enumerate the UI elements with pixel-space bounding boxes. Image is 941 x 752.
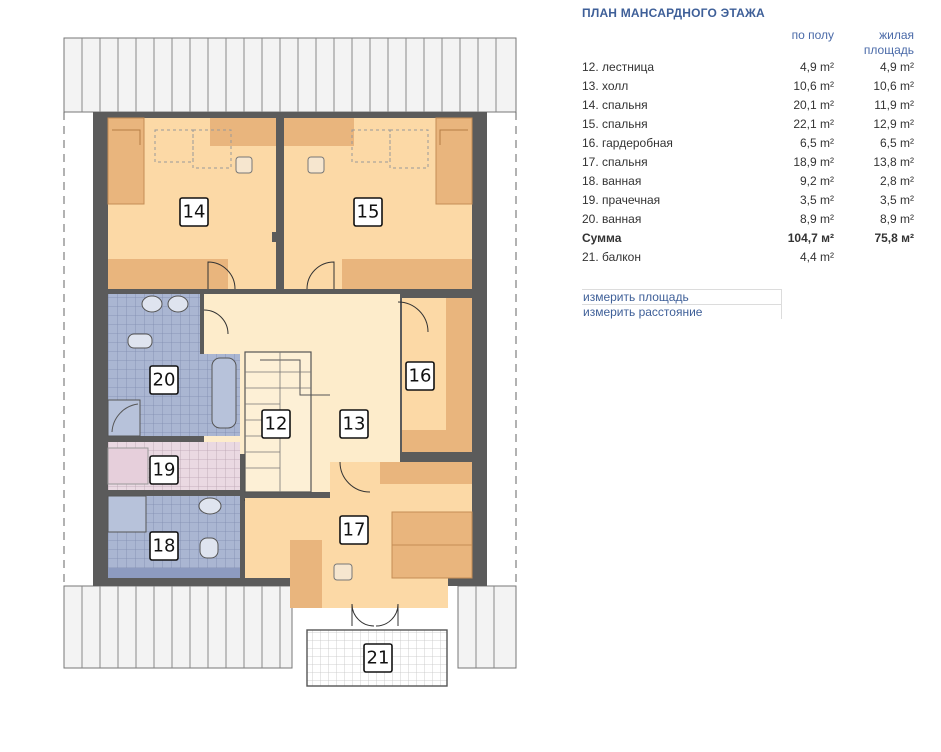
- table-row: 20. ванная 8,9 m² 8,9 m²: [582, 210, 914, 229]
- col-living-header: жилая площадь: [863, 28, 914, 57]
- room-label-14: 14: [179, 197, 209, 227]
- svg-text:14: 14: [183, 202, 206, 223]
- cell-living: 10,6 m²: [873, 79, 914, 93]
- cell-floor: 22,1 m²: [793, 117, 834, 131]
- measure-area-link[interactable]: измерить площадь: [582, 289, 782, 304]
- measure-tools: измерить площадь измерить расстояние: [582, 289, 782, 319]
- room-label-15: 15: [353, 197, 383, 227]
- cell-living: 3,5 m²: [879, 193, 914, 207]
- panel-title: ПЛАН МАНСАРДНОГО ЭТАЖА: [582, 6, 765, 20]
- cell-floor: 9,2 m²: [799, 174, 834, 188]
- table-row: 12. лестница 4,9 m² 4,9 m²: [582, 58, 914, 77]
- cell-living: 6,5 m²: [879, 136, 914, 150]
- svg-text:13: 13: [343, 414, 366, 435]
- roof-bottom-right: [457, 585, 517, 669]
- room-label-16: 16: [405, 361, 435, 391]
- svg-text:18: 18: [153, 536, 176, 557]
- room-label-19: 19: [149, 455, 179, 485]
- cell-living: 12,9 m²: [873, 117, 914, 131]
- table-row: 14. спальня 20,1 m² 11,9 m²: [582, 96, 914, 115]
- cell-floor: 10,6 m²: [793, 79, 834, 93]
- measure-distance-link[interactable]: измерить расстояние: [582, 304, 782, 319]
- cell-name: 13. холл: [582, 79, 629, 93]
- table-row: 13. холл 10,6 m² 10,6 m²: [582, 77, 914, 96]
- room-label-13: 13: [339, 409, 369, 439]
- cell-floor: 4,9 m²: [799, 60, 834, 74]
- cell-name: 15. спальня: [582, 117, 648, 131]
- cell-name: 19. прачечная: [582, 193, 661, 207]
- svg-text:16: 16: [409, 366, 432, 387]
- sum-row: Сумма 104,7 м² 75,8 м²: [582, 231, 914, 245]
- cell-name: 20. ванная: [582, 212, 642, 226]
- cell-living: 13,8 m²: [873, 155, 914, 169]
- cell-floor: 3,5 m²: [799, 193, 834, 207]
- table-row: 15. спальня 22,1 m² 12,9 m²: [582, 115, 914, 134]
- cell-name: 18. ванная: [582, 174, 642, 188]
- cell-floor: 20,1 m²: [793, 98, 834, 112]
- room-label-18: 18: [149, 531, 179, 561]
- room-label-12: 12: [261, 409, 291, 439]
- svg-text:20: 20: [153, 370, 176, 391]
- cell-living: 4,9 m²: [879, 60, 914, 74]
- cell-floor: 8,9 m²: [799, 212, 834, 226]
- table-row: 19. прачечная 3,5 m² 3,5 m²: [582, 191, 914, 210]
- svg-text:12: 12: [265, 414, 288, 435]
- room-label-20: 20: [149, 365, 179, 395]
- cell-name: 12. лестница: [582, 60, 655, 74]
- cell-living: 8,9 m²: [879, 212, 914, 226]
- cell-floor: 18,9 m²: [793, 155, 834, 169]
- cell-floor: 6,5 m²: [799, 136, 834, 150]
- svg-text:19: 19: [153, 460, 176, 481]
- table-row: 18. ванная 9,2 m² 2,8 m²: [582, 172, 914, 191]
- cell-name: 17. спальня: [582, 155, 648, 169]
- cell-living: 11,9 m²: [874, 98, 914, 112]
- table-row: 17. спальня 18,9 m² 13,8 m²: [582, 153, 914, 172]
- cell-living: 2,8 m²: [879, 174, 914, 188]
- area-panel: ПЛАН МАНСАРДНОГО ЭТАЖА по полу жилая пло…: [582, 6, 914, 319]
- room-label-21: 21: [363, 643, 393, 673]
- balcony-row: 21. балкон 4,4 m²: [582, 250, 834, 264]
- roof-top: [63, 37, 517, 113]
- cell-name: 16. гардеробная: [582, 136, 673, 150]
- floor-plan: 14 15 20 16 12 13 19 17 18 21: [63, 37, 517, 687]
- table-row: 16. гардеробная 6,5 m² 6,5 m²: [582, 134, 914, 153]
- svg-text:21: 21: [367, 648, 390, 669]
- table-header: по полу жилая площадь: [582, 28, 914, 58]
- svg-text:15: 15: [357, 202, 380, 223]
- cell-name: 14. спальня: [582, 98, 648, 112]
- svg-text:17: 17: [343, 520, 366, 541]
- roof-bottom-left: [63, 585, 293, 669]
- room-label-17: 17: [339, 515, 369, 545]
- col-floor-header: по полу: [791, 28, 834, 42]
